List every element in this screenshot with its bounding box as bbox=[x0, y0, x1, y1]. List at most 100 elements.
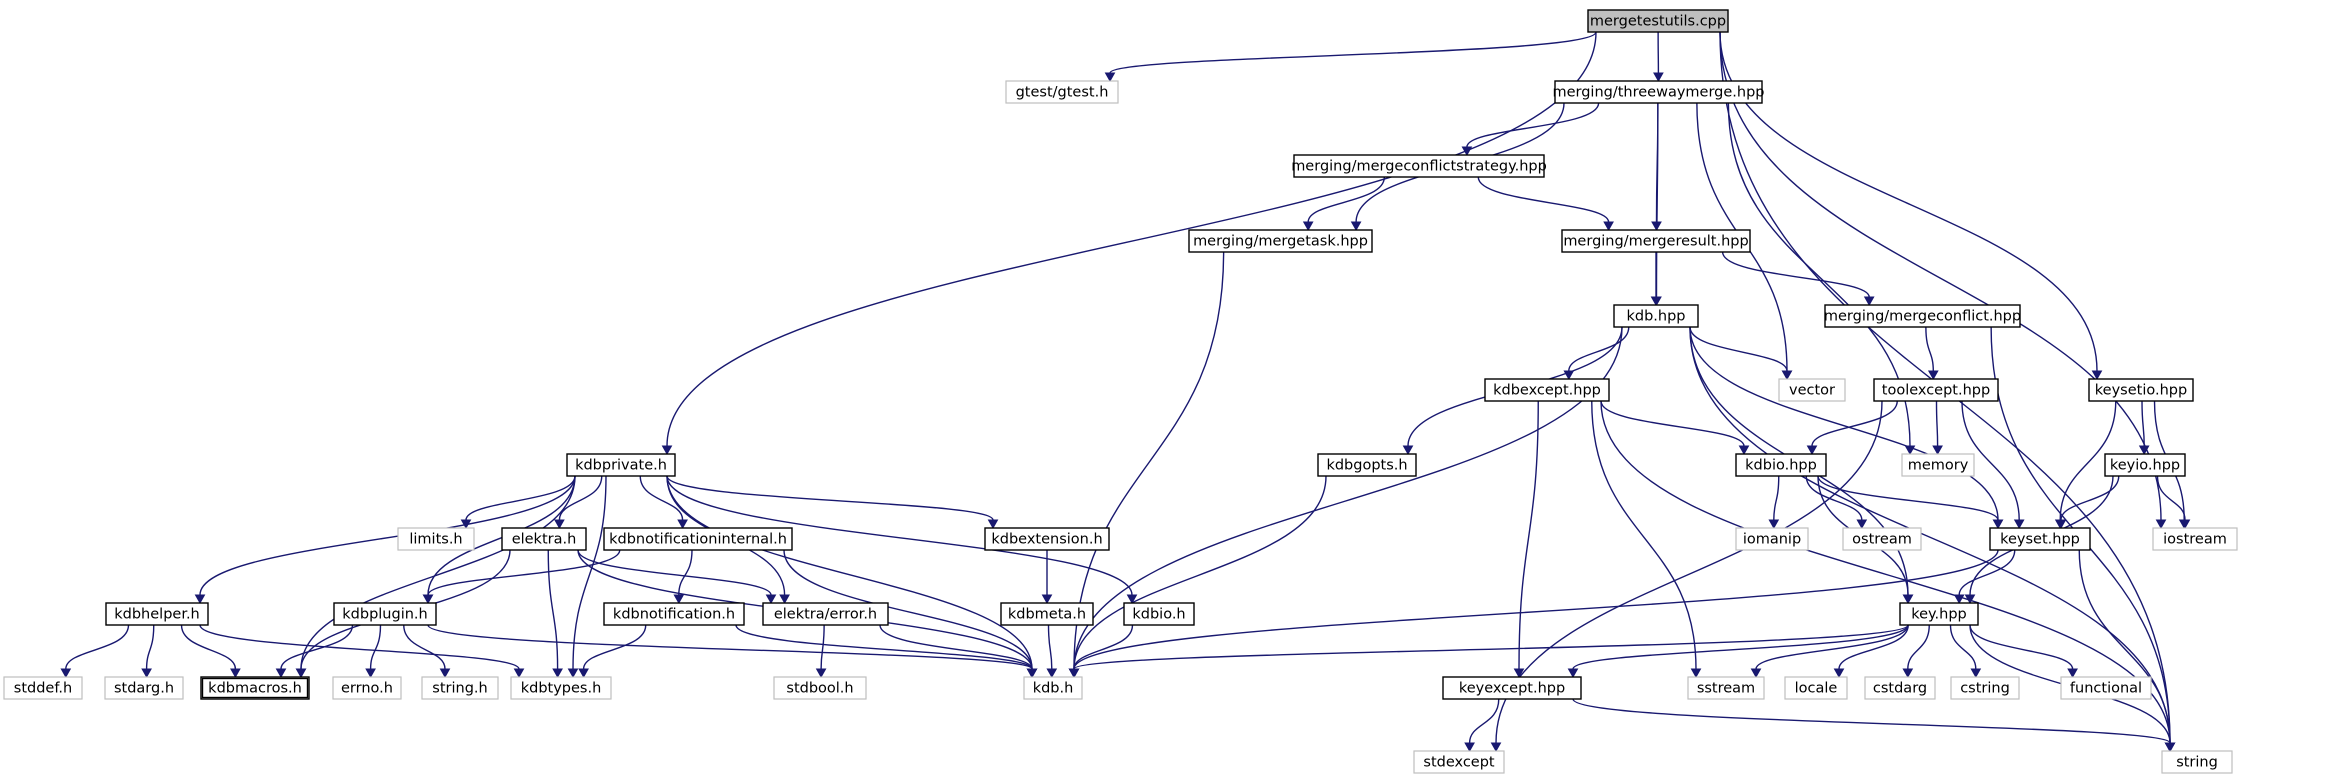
node-box[interactable] bbox=[1317, 453, 1417, 477]
node-box[interactable] bbox=[1824, 304, 2021, 328]
node-gtest-h[interactable]: gtest/gtest.h bbox=[1005, 80, 1119, 104]
node-box[interactable] bbox=[603, 602, 745, 626]
node-kdbexcept-hpp[interactable]: kdbexcept.hpp bbox=[1484, 378, 1610, 402]
node-box[interactable] bbox=[603, 527, 793, 551]
node-box[interactable] bbox=[1484, 378, 1610, 402]
node-box[interactable] bbox=[421, 676, 499, 700]
node-keyio-hpp[interactable]: keyio.hpp bbox=[2104, 453, 2186, 477]
node-box[interactable] bbox=[105, 602, 209, 626]
node-kdb-hpp[interactable]: kdb.hpp bbox=[1613, 304, 1699, 328]
node-stddef-h[interactable]: stddef.h bbox=[3, 676, 83, 700]
node-threewaymerge-hpp[interactable]: merging/threewaymerge.hpp bbox=[1552, 80, 1765, 104]
node-box[interactable] bbox=[1613, 304, 1699, 328]
node-ostream[interactable]: ostream bbox=[1842, 527, 1922, 551]
node-box[interactable] bbox=[1735, 453, 1827, 477]
node-kdbio-hpp[interactable]: kdbio.hpp bbox=[1735, 453, 1827, 477]
node-functional[interactable]: functional bbox=[2060, 676, 2152, 700]
node-locale[interactable]: locale bbox=[1784, 676, 1848, 700]
node-iostream[interactable]: iostream bbox=[2152, 527, 2238, 551]
node-box[interactable] bbox=[1901, 453, 1975, 477]
node-string[interactable]: string bbox=[2161, 750, 2233, 774]
node-string-h[interactable]: string.h bbox=[421, 676, 499, 700]
node-mergeconflictstrategy-hpp[interactable]: merging/mergeconflictstrategy.hpp bbox=[1291, 154, 1547, 178]
node-kdbgopts-h[interactable]: kdbgopts.h bbox=[1317, 453, 1417, 477]
node-errno-h[interactable]: errno.h bbox=[332, 676, 402, 700]
node-kdbtypes-h[interactable]: kdbtypes.h bbox=[510, 676, 612, 700]
node-stdbool-h[interactable]: stdbool.h bbox=[773, 676, 867, 700]
edge-line bbox=[1961, 400, 2020, 521]
node-limits-h[interactable]: limits.h bbox=[397, 527, 475, 551]
node-box[interactable] bbox=[1873, 378, 1999, 402]
node-box[interactable] bbox=[2152, 527, 2238, 551]
node-box[interactable] bbox=[984, 527, 1110, 551]
node-box[interactable] bbox=[1442, 676, 1582, 700]
node-key-hpp[interactable]: key.hpp bbox=[1899, 602, 1979, 626]
node-box[interactable] bbox=[501, 527, 587, 551]
node-box[interactable] bbox=[1005, 80, 1119, 104]
node-box[interactable] bbox=[397, 527, 475, 551]
node-box[interactable] bbox=[2088, 378, 2194, 402]
node-kdbextension-h[interactable]: kdbextension.h bbox=[984, 527, 1110, 551]
node-box[interactable] bbox=[1950, 676, 2020, 700]
node-kdbhelper-h[interactable]: kdbhelper.h bbox=[105, 602, 209, 626]
node-box[interactable] bbox=[332, 676, 402, 700]
node-cstdarg[interactable]: cstdarg bbox=[1864, 676, 1936, 700]
edge-keyio-hpp-to-keyset-hpp bbox=[2055, 475, 2120, 530]
node-box[interactable] bbox=[1864, 676, 1936, 700]
node-elektra-error-h[interactable]: elektra/error.h bbox=[762, 602, 889, 626]
node-kdbio-h[interactable]: kdbio.h bbox=[1123, 602, 1195, 626]
node-keyexcept-hpp[interactable]: keyexcept.hpp bbox=[1442, 676, 1582, 700]
node-kdbmeta-h[interactable]: kdbmeta.h bbox=[1000, 602, 1094, 626]
node-box[interactable] bbox=[1413, 750, 1505, 774]
edge-kdbnotification-h-to-kdbtypes-h bbox=[578, 624, 647, 679]
node-stdexcept[interactable]: stdexcept bbox=[1413, 750, 1505, 774]
node-box[interactable] bbox=[1989, 527, 2091, 551]
node-box[interactable] bbox=[510, 676, 612, 700]
node-box[interactable] bbox=[566, 453, 676, 477]
node-memory[interactable]: memory bbox=[1901, 453, 1975, 477]
node-box[interactable] bbox=[1842, 527, 1922, 551]
node-box[interactable] bbox=[773, 676, 867, 700]
node-box[interactable] bbox=[1554, 80, 1763, 104]
node-box[interactable] bbox=[333, 602, 437, 626]
node-box[interactable] bbox=[1023, 676, 1083, 700]
node-box[interactable] bbox=[1899, 602, 1979, 626]
node-box[interactable] bbox=[1778, 378, 1846, 402]
edge-line bbox=[1838, 624, 1909, 670]
node-box[interactable] bbox=[1735, 527, 1809, 551]
edge-arrowhead bbox=[2091, 370, 2103, 381]
node-vector[interactable]: vector bbox=[1778, 378, 1846, 402]
node-sstream[interactable]: sstream bbox=[1687, 676, 1765, 700]
node-box[interactable] bbox=[104, 676, 184, 700]
node-box[interactable] bbox=[1123, 602, 1195, 626]
node-iomanip[interactable]: iomanip bbox=[1735, 527, 1809, 551]
node-box[interactable] bbox=[1293, 154, 1545, 178]
node-mergeresult-hpp[interactable]: merging/mergeresult.hpp bbox=[1561, 229, 1751, 253]
node-kdbprivate-h[interactable]: kdbprivate.h bbox=[566, 453, 676, 477]
node-box[interactable] bbox=[1000, 602, 1094, 626]
node-box[interactable] bbox=[1188, 229, 1373, 253]
node-mergetask-hpp[interactable]: merging/mergetask.hpp bbox=[1188, 229, 1373, 253]
node-kdb-h[interactable]: kdb.h bbox=[1023, 676, 1083, 700]
node-keysetio-hpp[interactable]: keysetio.hpp bbox=[2088, 378, 2194, 402]
node-box[interactable] bbox=[2104, 453, 2186, 477]
node-cstring[interactable]: cstring bbox=[1950, 676, 2020, 700]
node-box[interactable] bbox=[1784, 676, 1848, 700]
node-elektra-h[interactable]: elektra.h bbox=[501, 527, 587, 551]
node-box[interactable] bbox=[1561, 229, 1751, 253]
node-kdbnotificationinternal-h[interactable]: kdbnotificationinternal.h bbox=[603, 527, 793, 551]
node-kdbnotification-h[interactable]: kdbnotification.h bbox=[603, 602, 745, 626]
node-kdbmacros-h[interactable]: kdbmacros.h bbox=[200, 676, 310, 700]
node-box[interactable] bbox=[1587, 9, 1729, 33]
node-toolexcept-hpp[interactable]: toolexcept.hpp bbox=[1873, 378, 1999, 402]
node-mergetestutils-cpp[interactable]: mergetestutils.cpp bbox=[1587, 9, 1729, 33]
node-stdarg-h[interactable]: stdarg.h bbox=[104, 676, 184, 700]
node-kdbplugin-h[interactable]: kdbplugin.h bbox=[333, 602, 437, 626]
node-box[interactable] bbox=[2060, 676, 2152, 700]
node-box[interactable] bbox=[1687, 676, 1765, 700]
node-box[interactable] bbox=[2161, 750, 2233, 774]
node-mergeconflict-hpp[interactable]: merging/mergeconflict.hpp bbox=[1824, 304, 2021, 328]
node-box[interactable] bbox=[762, 602, 889, 626]
node-keyset-hpp[interactable]: keyset.hpp bbox=[1989, 527, 2091, 551]
node-box[interactable] bbox=[3, 676, 83, 700]
